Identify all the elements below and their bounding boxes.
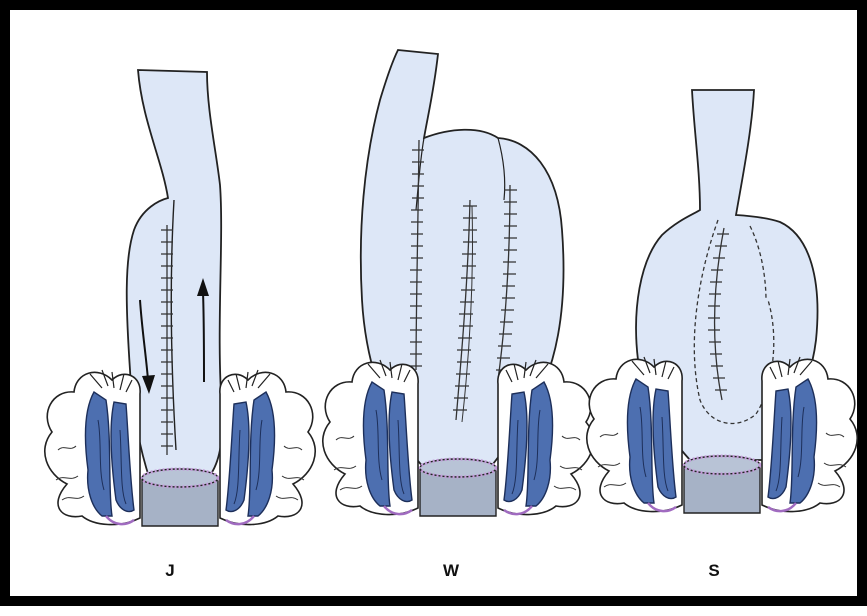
j-pouch-illustration: [45, 70, 315, 526]
w-pouch-illustration: [323, 50, 593, 516]
w-sphincter-right: [498, 360, 593, 515]
s-sphincter-left: [587, 357, 682, 512]
j-pouch-label: J: [140, 561, 200, 581]
s-pouch-label: S: [684, 561, 744, 581]
s-anal-canal: [684, 456, 760, 513]
w-sphincter-left: [323, 360, 418, 515]
j-anal-canal: [142, 469, 218, 526]
s-sphincter-right: [762, 357, 857, 512]
pouch-diagram: [10, 10, 867, 616]
s-pouch-illustration: [587, 90, 857, 513]
w-anal-canal: [420, 459, 496, 516]
w-pouch-label: W: [421, 561, 481, 581]
j-sphincter-right: [220, 370, 315, 525]
j-sphincter-left: [45, 370, 140, 525]
